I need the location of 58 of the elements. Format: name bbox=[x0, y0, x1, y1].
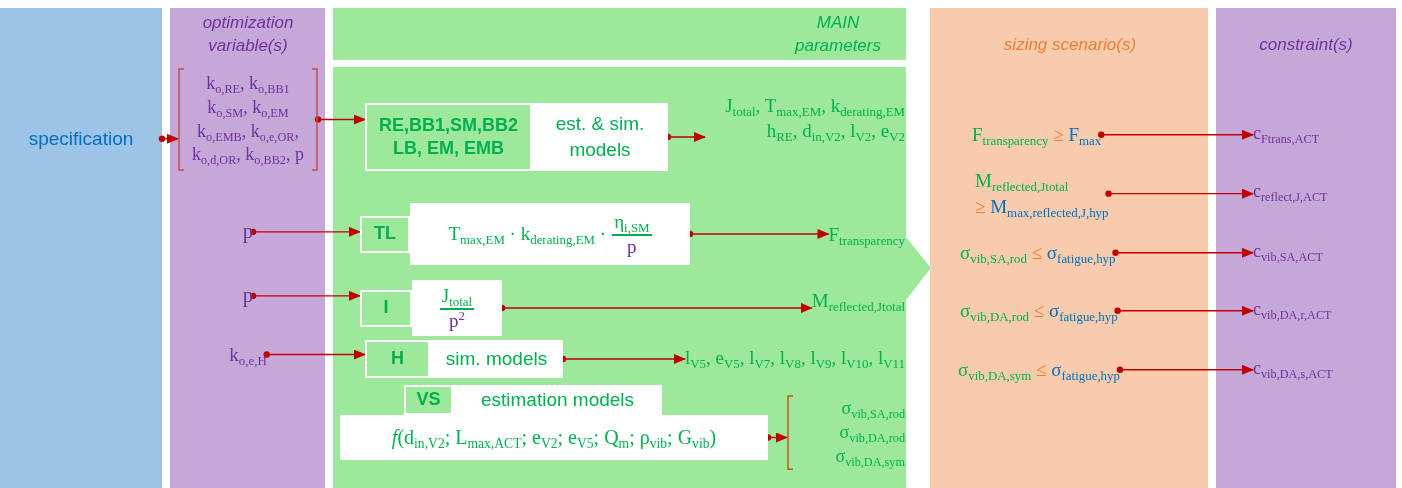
column-band bbox=[0, 8, 162, 488]
relation-sign: ≥ bbox=[1053, 124, 1064, 145]
math-expression: σ$_{vib,DA,rod}$ bbox=[960, 300, 1030, 321]
math-label: J$_{total}$, T$_{max,EM}$, k$_{derating,EM}$ h$_{RE}$, d$_{in,V2}$, l$_{V2}$, e$_{V2}$ bbox=[705, 93, 905, 144]
column-band bbox=[333, 8, 906, 60]
bracketed-list: σ$_{vib,SA,rod}$ σ$_{vib,DA,rod}$ σ$_{vib,DA,sym}$ bbox=[787, 395, 905, 471]
numerator: η$_{i,SM}$ bbox=[612, 210, 652, 236]
arrow-panel bbox=[333, 67, 931, 488]
column-band bbox=[1216, 8, 1396, 488]
column-band bbox=[930, 8, 1208, 488]
bracketed-list: k$_{o,RE}$, k$_{o,BB1}$ k$_{o,SM}$, k$_{o,EM}$ k$_{o,EMB}$, k$_{o,e,OR}$, k$_{o,d,OR}$, k$_{o,BB2}$, p bbox=[178, 68, 318, 171]
math-expression: M$_{reflected,Jtotal}$ bbox=[975, 170, 1069, 191]
column-heading: sizing scenario(s) bbox=[1002, 34, 1138, 56]
math-label: p bbox=[242, 282, 254, 310]
model-tag: VS bbox=[404, 385, 453, 415]
column-heading: specification bbox=[27, 127, 135, 151]
arrow bbox=[158, 133, 179, 144]
math-label: c$_{vib,DA,s,ACT}$ bbox=[1253, 357, 1333, 381]
formula-box: f(d$_{in,V2}$; L$_{max,ACT}$; e$_{V2}$; e$_{V5}$; Q$_{m}$; ρ$_{vib}$; G$_{vib}$) bbox=[340, 415, 768, 460]
arrow bbox=[250, 290, 361, 301]
arrow bbox=[1105, 188, 1254, 199]
relation-sign: ≥ bbox=[975, 195, 986, 217]
denominator: p bbox=[627, 235, 637, 258]
arrow bbox=[263, 349, 366, 360]
relation-sign: ≤ bbox=[1033, 300, 1045, 321]
model-tag: H bbox=[365, 340, 430, 378]
math-label: M$_{reflected,Jtotal}$ bbox=[811, 288, 905, 314]
math-label: l$_{V5}$, e$_{V5}$, l$_{V7}$, l$_{V8}$, l$_{V9}$, l$_{V10}$, l$_{V11}$ bbox=[685, 345, 905, 371]
math-label: c$_{vib,SA,ACT}$ bbox=[1253, 240, 1323, 264]
arrow bbox=[1116, 364, 1254, 375]
column-heading: MAIN parameters bbox=[793, 12, 882, 57]
math-expression: σ$_{vib,SA,rod}$ bbox=[960, 242, 1027, 263]
numerator: J$_{total}$ bbox=[439, 284, 475, 310]
column-heading: constraint(s) bbox=[1258, 34, 1354, 56]
formula-term: T$_{max,EM}$ · k$_{derating,EM}$ · bbox=[448, 223, 607, 245]
math-expression: F$_{max}$ bbox=[1068, 124, 1102, 145]
model-tag: TL bbox=[360, 215, 410, 253]
arrow bbox=[250, 226, 361, 237]
math-label: c$_{vib,DA,r,ACT}$ bbox=[1253, 298, 1332, 322]
column-band bbox=[170, 8, 325, 488]
arrow bbox=[1112, 247, 1254, 258]
arrow bbox=[1114, 305, 1254, 316]
denominator: p$^{2}$ bbox=[449, 309, 465, 332]
column-heading: optimization variable(s) bbox=[201, 12, 295, 57]
model-description: estimation models bbox=[453, 385, 662, 415]
relation-sign: ≤ bbox=[1036, 359, 1047, 380]
math-label: k$_{o,e,H}$ bbox=[229, 342, 267, 368]
relation-sign: ≤ bbox=[1031, 242, 1043, 263]
math-label: F$_{transparency}$ bbox=[828, 222, 905, 248]
model-tag: RE,BB1,SM,BB2 LB, EM, EMB bbox=[365, 103, 532, 171]
math-label: p bbox=[242, 218, 254, 246]
arrow bbox=[1098, 129, 1254, 140]
model-description: sim. models bbox=[430, 340, 563, 378]
model-tag: I bbox=[360, 289, 412, 327]
model-description: est. & sim. models bbox=[532, 103, 668, 171]
math-label: c$_{reflect,J,ACT}$ bbox=[1253, 180, 1328, 204]
arrow bbox=[314, 114, 366, 125]
math-label: c$_{Ftrans,ACT}$ bbox=[1253, 122, 1320, 146]
